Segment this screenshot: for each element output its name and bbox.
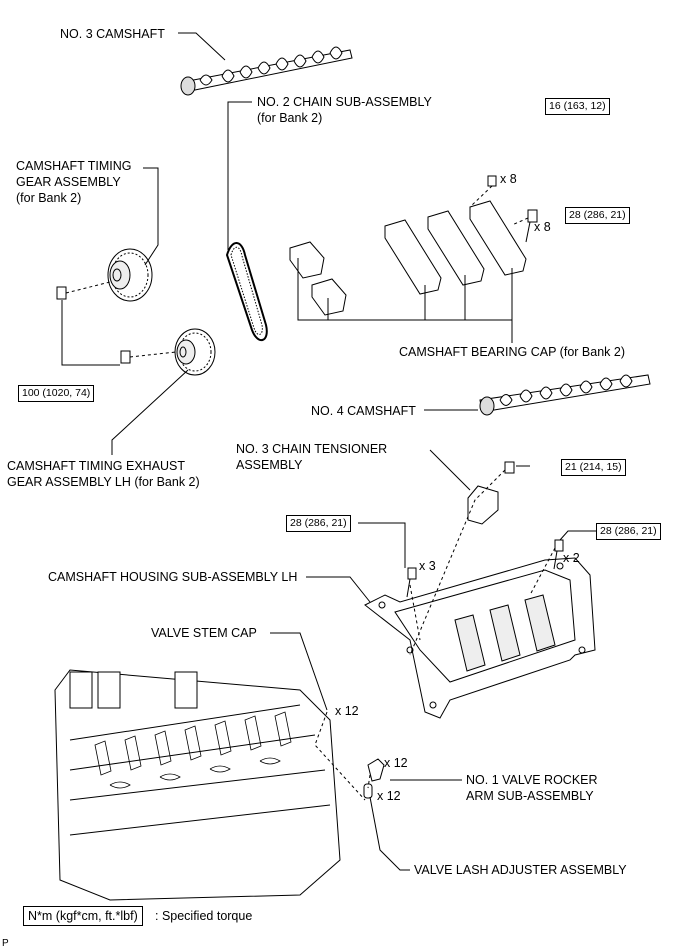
label-timing-gear-line2: GEAR ASSEMBLY (16, 175, 121, 189)
label-timing-gear-line3: (for Bank 2) (16, 191, 82, 205)
camshaft-housing-part (364, 539, 596, 719)
label-tensioner-line1: NO. 3 CHAIN TENSIONER (236, 442, 388, 456)
legend-description: : Specified torque (155, 909, 253, 923)
bearing-cap-parts (289, 175, 538, 316)
torque-box-21: 21 (214, 15) (561, 459, 626, 476)
torque-box-28-right: 28 (286, 21) (596, 523, 661, 540)
corner-code: P (2, 938, 9, 949)
qty-housing-bolts-right: x 2 (563, 551, 580, 565)
exhaust-gear-part (174, 328, 216, 376)
torque-box-28-left: 28 (286, 21) (286, 515, 351, 532)
label-no4-camshaft: NO. 4 CAMSHAFT (311, 404, 416, 418)
qty-bearing-bolts-small: x 8 (500, 172, 517, 186)
leader-lines (61, 32, 596, 871)
timing-gear-part (107, 248, 153, 302)
qty-rocker-arm: x 12 (384, 756, 408, 770)
no3-camshaft-part (180, 46, 353, 96)
no4-camshaft-part (479, 374, 651, 416)
torque-box-16: 16 (163, 12) (545, 98, 610, 115)
rocker-arm-part (363, 758, 385, 799)
label-timing-gear-line1: CAMSHAFT TIMING (16, 159, 132, 173)
gear-bolts (56, 286, 131, 364)
label-bearing-cap: CAMSHAFT BEARING CAP (for Bank 2) (399, 345, 625, 359)
label-rocker-arm-line1: NO. 1 VALVE ROCKER (466, 773, 598, 787)
torque-box-28-bearing: 28 (286, 21) (565, 207, 630, 224)
qty-lash-adjuster: x 12 (377, 789, 401, 803)
torque-box-100: 100 (1020, 74) (18, 385, 95, 402)
assembly-lines (65, 185, 556, 801)
cylinder-head-part (54, 669, 341, 901)
legend-torque-unit: N*m (kgf*cm, ft.*lbf) (23, 906, 143, 926)
label-no2-chain-line2: (for Bank 2) (257, 111, 323, 125)
qty-housing-bolts-left: x 3 (419, 559, 436, 573)
label-no3-camshaft: NO. 3 CAMSHAFT (60, 27, 165, 41)
no2-chain-part (225, 242, 268, 341)
chain-tensioner-part (467, 461, 515, 525)
label-housing: CAMSHAFT HOUSING SUB-ASSEMBLY LH (48, 570, 298, 584)
qty-valve-stem-cap: x 12 (335, 704, 359, 718)
label-no2-chain-line1: NO. 2 CHAIN SUB-ASSEMBLY (257, 95, 432, 109)
label-valve-stem-cap: VALVE STEM CAP (151, 626, 257, 640)
label-lash-adjuster: VALVE LASH ADJUSTER ASSEMBLY (414, 863, 627, 877)
label-rocker-arm-line2: ARM SUB-ASSEMBLY (466, 789, 594, 803)
label-exhaust-gear-line2: GEAR ASSEMBLY LH (for Bank 2) (7, 475, 200, 489)
qty-bearing-bolts-large: x 8 (534, 220, 551, 234)
label-exhaust-gear-line1: CAMSHAFT TIMING EXHAUST (7, 459, 186, 473)
label-tensioner-line2: ASSEMBLY (236, 458, 303, 472)
